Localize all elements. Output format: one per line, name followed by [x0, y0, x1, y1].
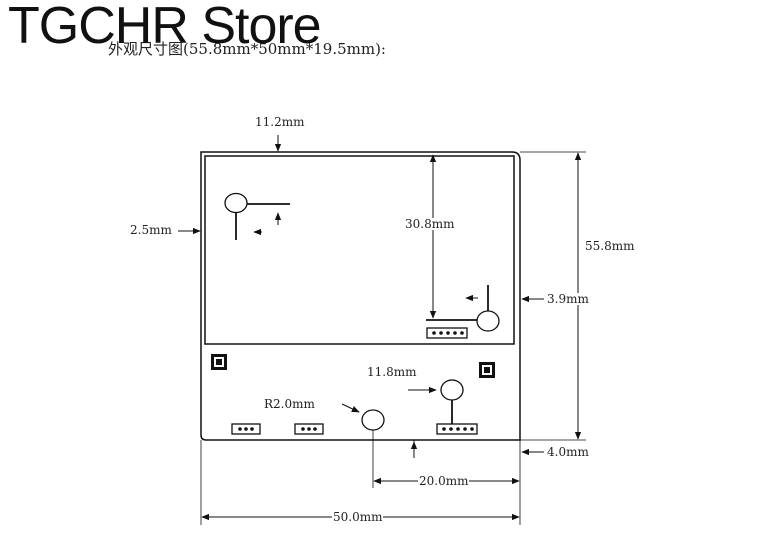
chip-right — [479, 362, 495, 378]
dim-label-left-margin: 2.5mm — [129, 223, 173, 237]
dim-label-hole-spacing: 20.0mm — [418, 474, 470, 488]
connector-bottom-3 — [436, 423, 478, 435]
dim-label-right-hole-offset: 3.9mm — [546, 292, 590, 306]
display-area — [204, 155, 515, 345]
mount-hole-top-right — [476, 310, 500, 332]
mount-hole-bottom-left — [361, 409, 385, 431]
dim-label-hole-radius: R2.0mm — [263, 397, 316, 411]
mount-hole-top-left — [224, 192, 248, 214]
store-watermark: TGCHR Store — [8, 0, 322, 55]
dim-label-screen-height: 30.8mm — [404, 217, 456, 231]
mount-hole-bottom-right — [440, 379, 464, 401]
dim-label-total-width: 50.0mm — [332, 510, 384, 524]
dim-label-total-height: 55.8mm — [584, 239, 636, 253]
dim-label-top-margin: 11.2mm — [254, 115, 306, 129]
dim-label-bottom-hole-offset: 4.0mm — [546, 445, 590, 459]
chip-left — [211, 354, 227, 370]
connector-bottom-2 — [294, 423, 324, 435]
dim-label-hole-offset: 11.8mm — [366, 365, 418, 379]
connector-bottom-1 — [231, 423, 261, 435]
dimension-spec-title: 外观尺寸图(55.8mm*50mm*19.5mm): — [108, 40, 386, 58]
